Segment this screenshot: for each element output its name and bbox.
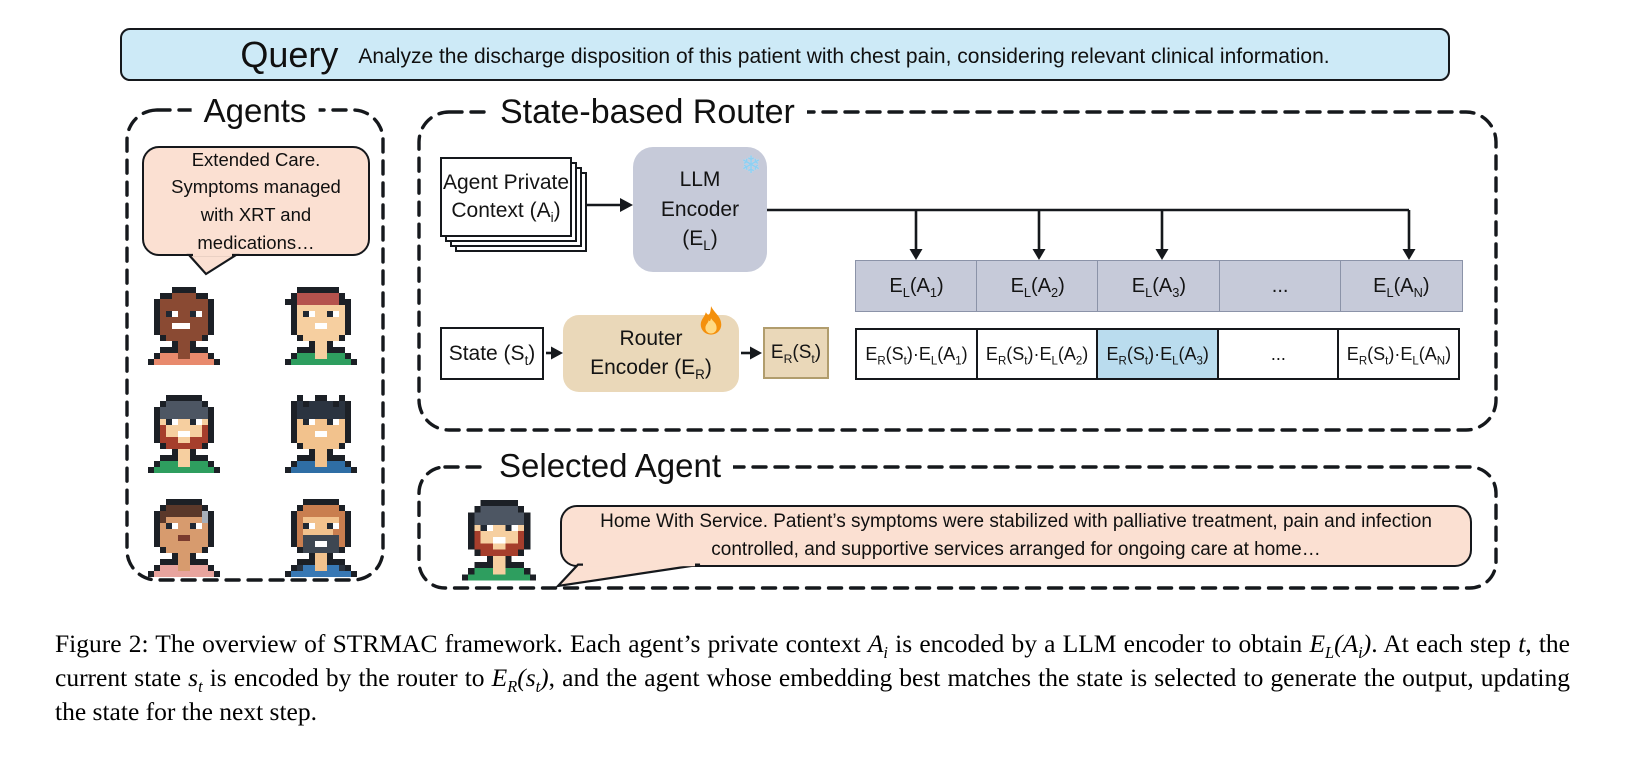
agent-avatar-1 [148, 287, 221, 370]
query-box: Query Analyze the discharge disposition … [120, 28, 1450, 81]
agent-avatar-5 [148, 499, 221, 582]
similarity-score-cell: ER(St)·EL(AN) [1337, 328, 1461, 380]
agent-avatar-3 [148, 395, 221, 478]
similarity-score-cell: ER(St)·EL(A2) [975, 328, 1099, 380]
selected-agent-bubble-text: Home With Service. Patient’s symptoms we… [600, 511, 1432, 560]
query-title: Query [240, 33, 339, 75]
state-embedding-box: ER(St) [763, 327, 829, 379]
similarity-score-cell: ER(St)·EL(A1) [855, 328, 978, 380]
agent-embedding-cell: EL(AN) [1339, 260, 1463, 312]
state-box: State (St) [440, 327, 544, 380]
agent-embedding-cell-ellipsis: ... [1218, 260, 1342, 312]
agent-avatar-6 [285, 499, 358, 582]
agent-embedding-cell: EL(A2) [976, 260, 1100, 312]
agent-embedding-cell: EL(A3) [1097, 260, 1221, 312]
agents-panel-title: Agents [191, 92, 319, 130]
selected-panel-title: Selected Agent [487, 447, 734, 485]
agent-avatar-2 [285, 287, 358, 370]
query-text: Analyze the discharge disposition of thi… [358, 44, 1330, 68]
state-embedding-label: ER(St) [770, 342, 822, 366]
agent-embedding-cell: EL(A1) [855, 260, 978, 312]
fire-icon [700, 306, 722, 335]
router-panel-title: State-based Router [488, 93, 807, 132]
snowflake-icon: ❄ [740, 151, 761, 179]
agent-avatar-4 [285, 395, 358, 478]
similarity-score-cell-selected: ER(St)·EL(A3) [1096, 328, 1220, 380]
agent-context-bubble-text: Extended Care. Symptoms managed with XRT… [171, 148, 341, 253]
selected-agent-avatar [462, 500, 537, 586]
selected-bubble-tail [555, 563, 701, 588]
figure-caption: Figure 2: The overview of STRMAC framewo… [55, 627, 1570, 729]
agent-embeddings-row: EL(A1) EL(A2) EL(A3) ... EL(AN) [855, 260, 1463, 312]
agent-context-bubble: Extended Care. Symptoms managed with XRT… [142, 146, 370, 256]
similarity-score-cell-ellipsis: ... [1216, 328, 1340, 380]
similarity-scores-row: ER(St)·EL(A1) ER(St)·EL(A2) ER(St)·EL(A3… [855, 328, 1461, 380]
figure-caption-text: Figure 2: The overview of STRMAC framewo… [55, 629, 1571, 727]
selected-agent-bubble: Home With Service. Patient’s symptoms we… [560, 505, 1472, 567]
state-label: State (St) [448, 341, 536, 368]
agents-bubble-tail [186, 253, 240, 276]
